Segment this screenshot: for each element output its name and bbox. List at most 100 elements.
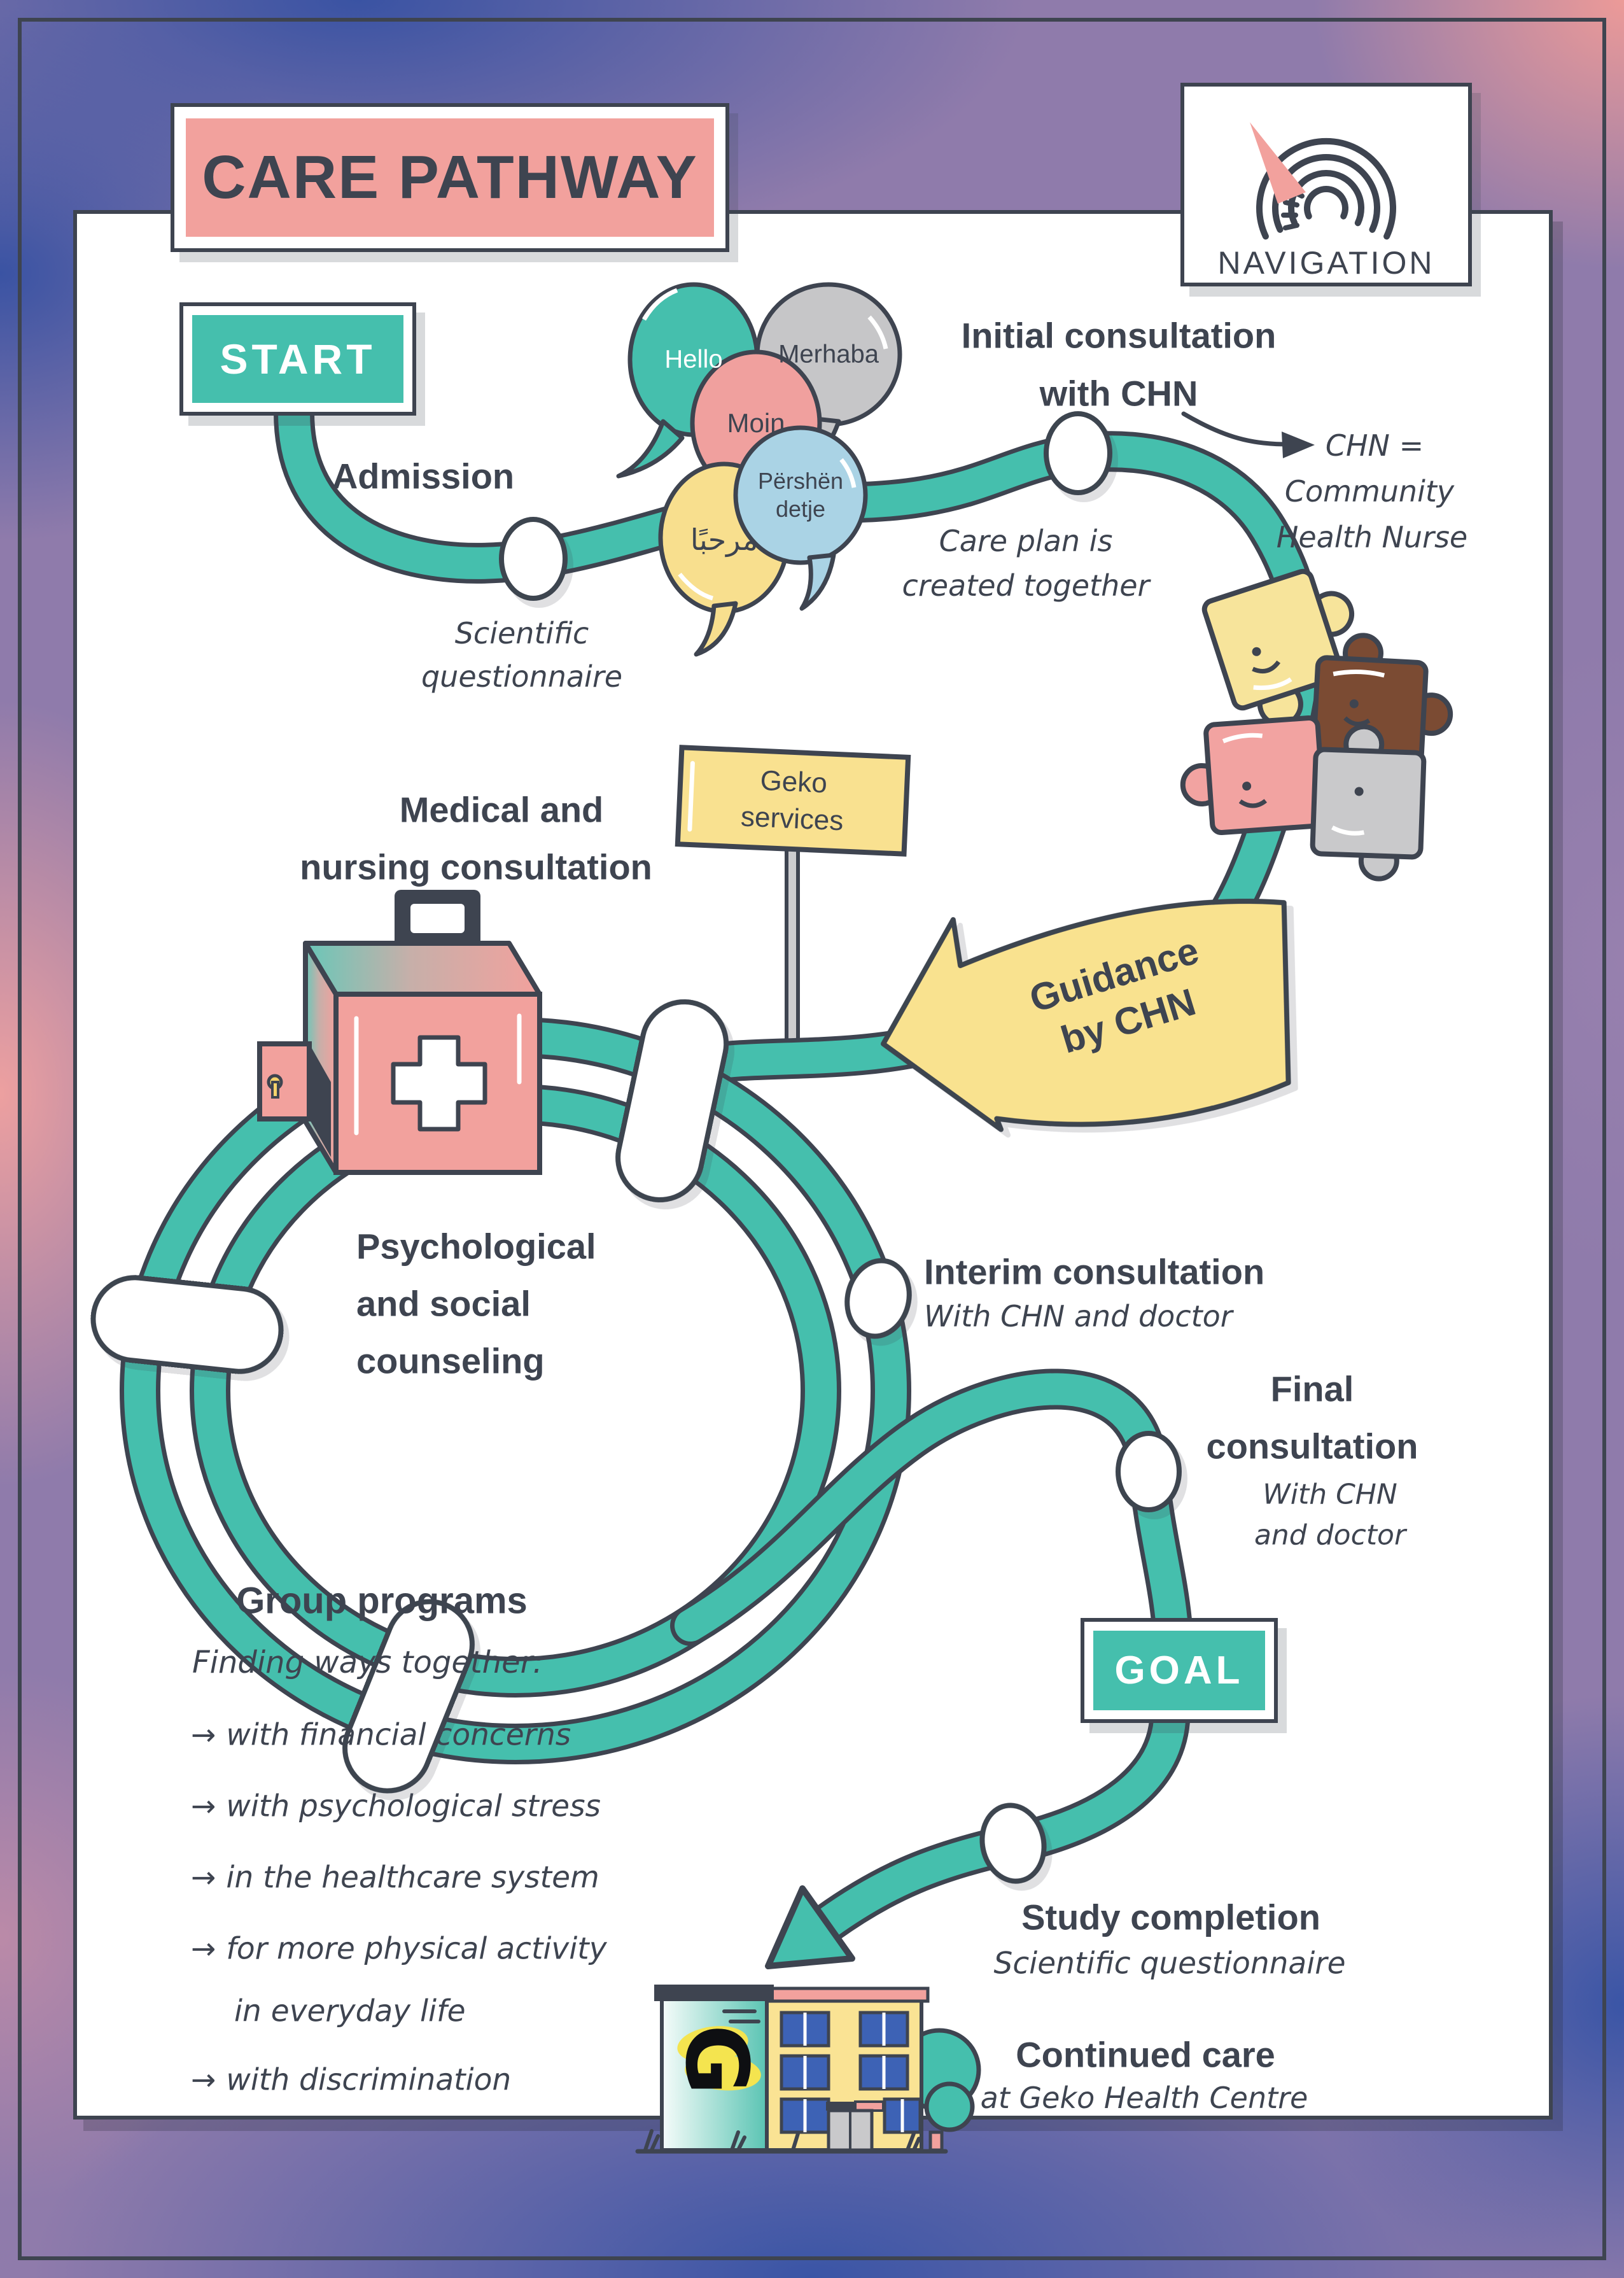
psychological-label-line2: and social <box>356 1283 531 1324</box>
window <box>780 2054 830 2091</box>
admission-note-line2: questionnaire <box>421 659 623 694</box>
interim-note: With CHN and doctor <box>924 1299 1233 1333</box>
group-program-item-text: with discrimination <box>226 2062 512 2098</box>
title-box-inner: CARE PATHWAY <box>186 118 714 237</box>
goal-box-inner: GOAL <box>1090 1628 1268 1713</box>
bubble-text-pershendetje: Përshën detje <box>758 467 843 523</box>
bubble-text-line: detje <box>775 496 826 522</box>
greeting-bubbles-illustration <box>616 282 902 657</box>
final-label-line2: consultation <box>1206 1426 1418 1466</box>
arrow-glyph: → <box>191 1789 216 1824</box>
arrow-glyph: → <box>191 1717 216 1753</box>
goal-label: GOAL <box>1114 1649 1244 1692</box>
geko-sign-line: Geko <box>759 764 828 799</box>
speech-bubble-pershendetje <box>733 425 868 611</box>
route-exit <box>675 1373 1187 1642</box>
station-node-initial-consultation <box>1044 411 1112 495</box>
window <box>780 2097 830 2134</box>
geko-services-sign <box>675 745 911 1052</box>
door-header <box>826 2102 855 2111</box>
sign-highlight <box>687 761 695 832</box>
puzzle-eye <box>1252 647 1261 656</box>
final-note-line1: With CHN <box>1263 1478 1397 1511</box>
tree-trunk <box>928 2130 944 2152</box>
kit-handle-slot <box>410 904 465 933</box>
puzzle-highlight <box>1253 677 1292 691</box>
group-program-item-text: for more physical activity <box>226 1931 607 1967</box>
station-capsule-medical <box>615 999 729 1203</box>
health-centre-illustration: G <box>635 1985 981 2154</box>
group-program-item: → for more physical activity <box>191 1932 607 1967</box>
group-programs-subtitle: Finding ways together: <box>192 1645 543 1680</box>
guidance-arrow <box>881 898 1291 1132</box>
path-arrowhead <box>765 1885 855 1969</box>
brand-label: NAVIGATION <box>1217 245 1435 281</box>
start-box-inner: START <box>189 312 407 406</box>
chn-abbreviation-line3: Health Nurse <box>1276 520 1468 554</box>
group-program-item: → with financial concerns <box>191 1718 571 1753</box>
sign-post <box>785 838 800 1052</box>
puzzle-eye <box>1354 787 1364 796</box>
building-windows <box>780 2011 922 2134</box>
window <box>883 2097 922 2134</box>
logo-blob <box>677 2026 748 2063</box>
building-roof-strip <box>762 1986 930 2003</box>
goal-box: GOAL <box>1081 1618 1278 1723</box>
station-node-interim <box>844 1258 912 1339</box>
puzzle-piece-yellow <box>1201 568 1355 728</box>
initial-consultation-label-line1: Initial consultation <box>961 315 1277 356</box>
bubble-text-marhaban: مرحبًا <box>690 523 759 556</box>
window <box>780 2011 830 2048</box>
outer-frame <box>18 18 1606 2260</box>
station-nodes <box>90 411 1182 1884</box>
study-completion-label: Study completion <box>1021 1897 1320 1937</box>
puzzle-eye <box>1349 699 1359 708</box>
puzzle-highlight <box>1222 733 1263 743</box>
interim-label: Interim consultation <box>924 1251 1265 1292</box>
continued-care-note: at Geko Health Centre <box>980 2081 1308 2115</box>
medical-cross-icon <box>391 1035 487 1132</box>
title-box: CARE PATHWAY <box>171 103 729 252</box>
puzzle-pieces-illustration <box>1180 568 1453 882</box>
tree-bump <box>924 2081 975 2132</box>
tower-roof <box>654 1985 774 2001</box>
window <box>858 2011 909 2048</box>
arrow-glyph: → <box>191 1931 216 1967</box>
window <box>858 2054 909 2091</box>
station-node-final <box>1116 1431 1182 1512</box>
group-programs-title: Group programs <box>236 1580 528 1622</box>
start-label: START <box>220 335 376 383</box>
final-note-line2: and doctor <box>1254 1519 1406 1552</box>
geko-sign-line: services <box>740 801 844 837</box>
first-aid-kit-illustration <box>257 890 542 1175</box>
puzzle-smile <box>1238 799 1267 808</box>
puzzle-smile <box>1252 660 1281 674</box>
chn-abbreviation-line2: Community <box>1284 474 1455 509</box>
start-box: START <box>179 302 416 416</box>
initial-consultation-label-line2: with CHN <box>1039 373 1198 414</box>
group-program-item-text: with financial concerns <box>226 1717 571 1753</box>
station-node-admission <box>499 517 568 601</box>
kit-key-stem <box>271 1081 279 1099</box>
puzzle-piece-brown <box>1310 633 1453 773</box>
station-capsule-left <box>90 1275 284 1374</box>
puzzle-eye <box>1242 782 1252 791</box>
puzzle-smile <box>1343 716 1371 726</box>
compass-needle-icon <box>1250 122 1306 204</box>
group-program-item-text: with psychological stress <box>226 1789 601 1824</box>
station-capsule-bottom <box>342 1599 475 1794</box>
continued-care-label: Continued care <box>1016 2034 1275 2075</box>
psychological-label-line3: counseling <box>356 1340 545 1381</box>
puzzle-piece-gray <box>1310 724 1427 882</box>
medical-label-line1: Medical and <box>399 789 604 830</box>
kit-top-face <box>303 941 542 997</box>
logo-blob <box>685 2054 761 2091</box>
group-program-item-text: in the healthcare system <box>226 1860 599 1895</box>
care-plan-note-line2: created together <box>902 568 1150 603</box>
care-plan-note-line1: Care plan is <box>939 524 1113 558</box>
annotation-arrow <box>1181 411 1315 458</box>
puzzle-highlight <box>1331 825 1365 836</box>
group-program-item: →with discrimination <box>191 2063 511 2098</box>
group-program-item: →in the healthcare system <box>191 1860 599 1895</box>
puzzle-highlight <box>1333 670 1385 678</box>
